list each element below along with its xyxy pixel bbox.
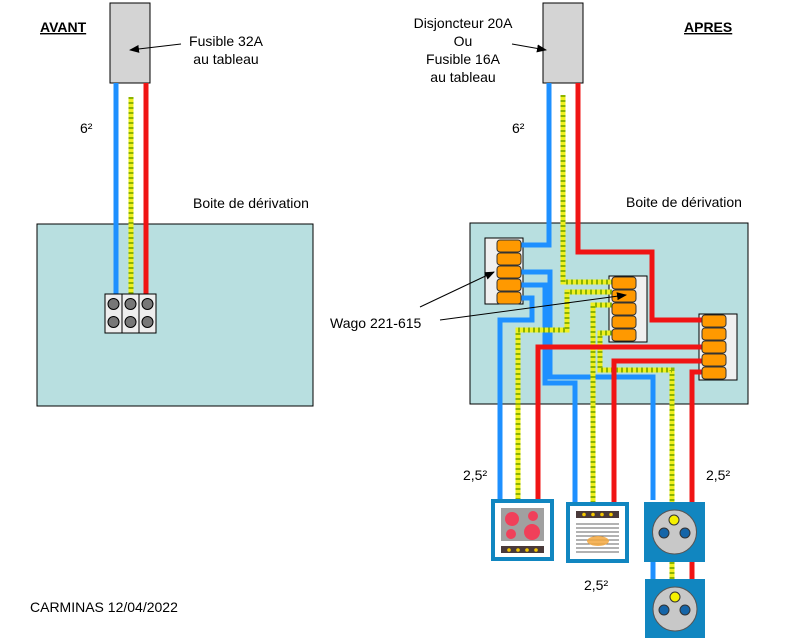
phase-wires xyxy=(535,83,702,579)
arrow-icon xyxy=(129,43,182,53)
wago-lever xyxy=(611,328,637,342)
arrow-icon xyxy=(511,43,547,53)
socket-icon xyxy=(645,579,705,638)
socket-icon xyxy=(644,502,705,562)
arrow-icon xyxy=(439,292,627,321)
after-section-label: 6² xyxy=(512,120,525,136)
earth-wires xyxy=(515,95,675,579)
arrow-icon xyxy=(419,271,495,308)
hob-icon xyxy=(491,499,554,561)
wago-lever xyxy=(496,278,522,292)
wago-lever xyxy=(496,265,522,279)
oven-icon xyxy=(566,502,629,563)
wago-lever xyxy=(496,239,522,253)
before-junction-box xyxy=(36,223,314,407)
after-box-label: Boite de dérivation xyxy=(626,194,742,210)
wago-lever xyxy=(611,315,637,329)
wago-lever xyxy=(701,340,727,354)
wago-lever xyxy=(701,314,727,328)
fuse-label-line2: au tableau xyxy=(193,51,258,67)
wago-lever xyxy=(701,353,727,367)
breaker-label-line1: Disjoncteur 20A xyxy=(414,15,513,31)
before-fuse-box xyxy=(109,2,151,84)
before-section: AVANT Fusible 32A au tableau 6² Boite de… xyxy=(36,2,314,407)
section-label-hob: 2,5² xyxy=(463,467,487,483)
breaker-label-line4: au tableau xyxy=(430,69,495,85)
wago-label: Wago 221-615 xyxy=(330,315,422,331)
section-label-sockets: 2,5² xyxy=(706,467,730,483)
wago-lever xyxy=(496,291,522,305)
fuse-label-line1: Fusible 32A xyxy=(189,33,264,49)
section-label-oven: 2,5² xyxy=(584,577,608,593)
terminal-block xyxy=(104,293,157,334)
wago-levers xyxy=(496,239,727,380)
breaker-label-line3: Fusible 16A xyxy=(426,51,501,67)
before-title: AVANT xyxy=(40,19,87,35)
wago-lever xyxy=(701,366,727,380)
wago-lever xyxy=(611,276,637,290)
breaker-label-line2: Ou xyxy=(454,33,473,49)
after-section: APRES xyxy=(330,2,749,638)
neutral-wires xyxy=(497,83,656,579)
after-breaker-box xyxy=(542,2,584,84)
wago-lever xyxy=(611,302,637,316)
footer-author-date: CARMINAS 12/04/2022 xyxy=(30,599,178,615)
wago-lever xyxy=(496,252,522,266)
after-title: APRES xyxy=(684,19,732,35)
before-box-label: Boite de dérivation xyxy=(193,195,309,211)
wago-lever xyxy=(701,327,727,341)
before-section-label: 6² xyxy=(80,120,93,136)
